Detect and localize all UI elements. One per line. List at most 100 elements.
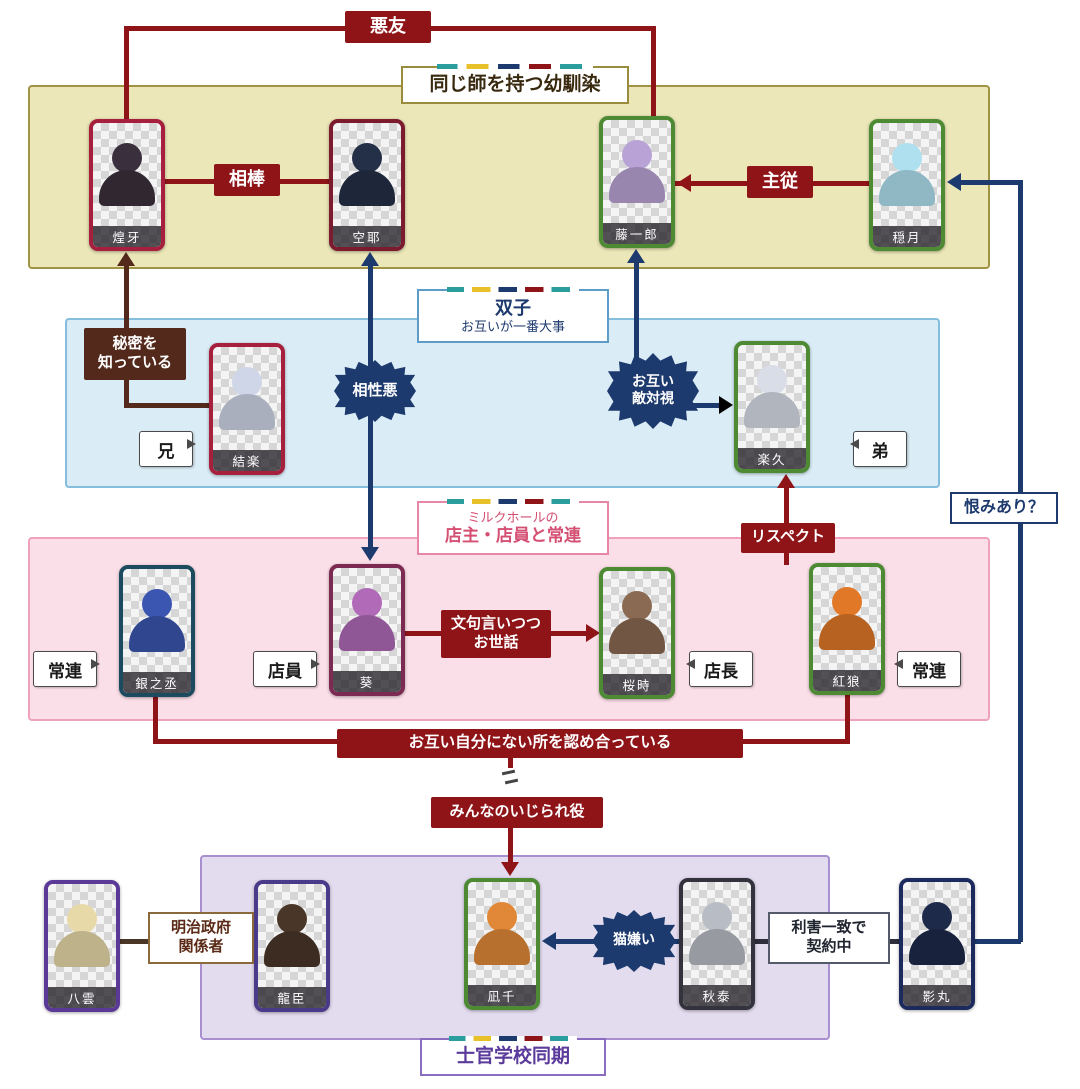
character-card-ginnojou[interactable]: 銀之丞 bbox=[119, 565, 195, 697]
aishou-arrowhead-up bbox=[361, 252, 379, 266]
relation-line-mitomeau-left-v bbox=[153, 697, 158, 743]
character-card-shuutai[interactable]: 秋泰 bbox=[679, 878, 755, 1010]
character-card-outoki[interactable]: 桜時 bbox=[599, 567, 675, 699]
tag-regular-ginnojou: 常連 bbox=[33, 651, 100, 687]
character-name: 結楽 bbox=[213, 450, 281, 471]
group-label-childhood-friends: 同じ師を持つ幼馴染 bbox=[401, 64, 629, 104]
tag-manager-outoki: 店長 bbox=[686, 651, 753, 687]
relation-line-himitsu-h bbox=[124, 403, 210, 408]
ribbon-decoration bbox=[436, 64, 594, 69]
character-name: 影丸 bbox=[903, 985, 971, 1006]
group-label-text: 同じ師を持つ幼馴染 bbox=[429, 74, 601, 96]
character-name: 銀之丞 bbox=[123, 672, 191, 693]
character-card-ongetsu[interactable]: 穏月 bbox=[869, 119, 945, 251]
group-label-twins: 双子 お互いが一番大事 bbox=[417, 287, 609, 343]
character-name: 秋泰 bbox=[683, 985, 751, 1006]
relation-label-urami: 恨みあり？ bbox=[950, 492, 1058, 524]
relation-label-neko-girai: 猫嫌い bbox=[592, 910, 676, 972]
character-name: 藤一郎 bbox=[603, 223, 671, 244]
character-name: 穏月 bbox=[873, 226, 941, 247]
avatar bbox=[757, 365, 787, 395]
respect-arrowhead bbox=[777, 474, 795, 488]
character-card-aoi[interactable]: 葵 bbox=[329, 564, 405, 696]
character-card-kagemaru[interactable]: 影丸 bbox=[899, 878, 975, 1010]
character-card-kourou[interactable]: 紅狼 bbox=[809, 563, 885, 695]
avatar bbox=[622, 591, 652, 621]
ribbon-decoration bbox=[447, 499, 579, 504]
ribbon-decoration bbox=[449, 1036, 577, 1041]
group-label-subtitle: お互いが一番大事 bbox=[460, 318, 565, 334]
group-label-line1: ミルクホールの bbox=[467, 510, 559, 526]
relation-line-urami-v bbox=[1018, 180, 1023, 942]
relation-line-tekitai-v bbox=[634, 263, 639, 408]
character-card-touichirou[interactable]: 藤一郎 bbox=[599, 116, 675, 248]
character-card-kouga[interactable]: 煌牙 bbox=[89, 119, 165, 251]
relation-line-mitomeau-left-h bbox=[153, 739, 337, 744]
avatar bbox=[142, 589, 172, 619]
relation-line-ijirare-v bbox=[508, 828, 513, 864]
character-name: 龍臣 bbox=[258, 987, 326, 1008]
ribbon-decoration bbox=[447, 287, 579, 292]
line-break-mark bbox=[504, 778, 519, 785]
relation-label-meiji-seifu: 明治政府 関係者 bbox=[148, 912, 254, 964]
group-label-text: 士官学校同期 bbox=[455, 1046, 570, 1068]
relation-label-respect: リスペクト bbox=[741, 523, 835, 553]
relation-label-rigai-icchi: 利害一致で 契約中 bbox=[768, 912, 890, 964]
relation-line-akuyuu-right bbox=[651, 26, 656, 118]
group-label-line2: 店主・店員と常連 bbox=[445, 526, 581, 546]
himitsu-arrowhead bbox=[117, 252, 135, 266]
character-name: 楽久 bbox=[738, 448, 806, 469]
aishou-arrowhead-down bbox=[361, 547, 379, 561]
relation-line-ijirare-stub bbox=[508, 757, 513, 768]
group-label-military-academy: 士官学校同期 bbox=[420, 1036, 606, 1076]
character-name: 八雲 bbox=[48, 987, 116, 1008]
relation-label-mitomeau: お互い自分にない所を認め合っている bbox=[337, 729, 743, 758]
monku-arrowhead bbox=[586, 624, 600, 642]
tekitai-arrowhead-up bbox=[627, 249, 645, 263]
avatar bbox=[67, 904, 97, 934]
tag-staff-aoi: 店員 bbox=[253, 651, 320, 687]
character-name: 煌牙 bbox=[93, 226, 161, 247]
character-card-nagi[interactable]: 凪千 bbox=[464, 878, 540, 1010]
relation-line-mitomeau-right-h bbox=[743, 739, 850, 744]
character-name: 桜時 bbox=[603, 674, 671, 695]
ijirare-arrowhead bbox=[501, 862, 519, 876]
tag-brother-elder: 兄 bbox=[139, 431, 196, 467]
tag-brother-younger: 弟 bbox=[850, 431, 907, 467]
tag-regular-kourou: 常連 bbox=[894, 651, 961, 687]
character-card-yura[interactable]: 結楽 bbox=[209, 343, 285, 475]
group-label-title: 双子 bbox=[495, 297, 531, 318]
relation-label-akuyuu: 悪友 bbox=[345, 11, 431, 43]
group-label-milk-hall: ミルクホールの 店主・店員と常連 bbox=[417, 499, 609, 555]
relation-label-aibou: 相棒 bbox=[214, 164, 280, 196]
group-box-childhood-friends bbox=[28, 85, 990, 269]
relation-line-urami-top bbox=[957, 180, 1021, 185]
character-name: 葵 bbox=[333, 671, 401, 692]
avatar bbox=[352, 588, 382, 618]
avatar bbox=[922, 902, 952, 932]
character-name: 空耶 bbox=[333, 226, 401, 247]
character-card-raku[interactable]: 楽久 bbox=[734, 341, 810, 473]
shujuu-arrowhead bbox=[677, 174, 691, 192]
relation-label-shujuu: 主従 bbox=[747, 166, 813, 198]
avatar bbox=[112, 143, 142, 173]
relation-line-urami-bottom bbox=[975, 939, 1021, 944]
neko-arrowhead bbox=[542, 932, 556, 950]
avatar bbox=[352, 143, 382, 173]
relation-label-monku-osewa: 文句言いつつ お世話 bbox=[441, 610, 551, 658]
avatar bbox=[622, 140, 652, 170]
tekitai-arrowhead-right bbox=[719, 396, 733, 414]
line-break-mark bbox=[501, 769, 516, 776]
character-name: 凪千 bbox=[468, 985, 536, 1006]
character-card-yakumo[interactable]: 八雲 bbox=[44, 880, 120, 1012]
avatar bbox=[487, 902, 517, 932]
avatar bbox=[702, 902, 732, 932]
character-name: 紅狼 bbox=[813, 670, 881, 691]
relation-label-tekitaishi: お互い 敵対視 bbox=[607, 353, 699, 429]
character-card-tatsuomi[interactable]: 龍臣 bbox=[254, 880, 330, 1012]
avatar bbox=[832, 587, 862, 617]
avatar bbox=[232, 367, 262, 397]
relation-label-ijirareyaku: みんなのいじられ役 bbox=[431, 797, 603, 828]
character-card-kuuya[interactable]: 空耶 bbox=[329, 119, 405, 251]
